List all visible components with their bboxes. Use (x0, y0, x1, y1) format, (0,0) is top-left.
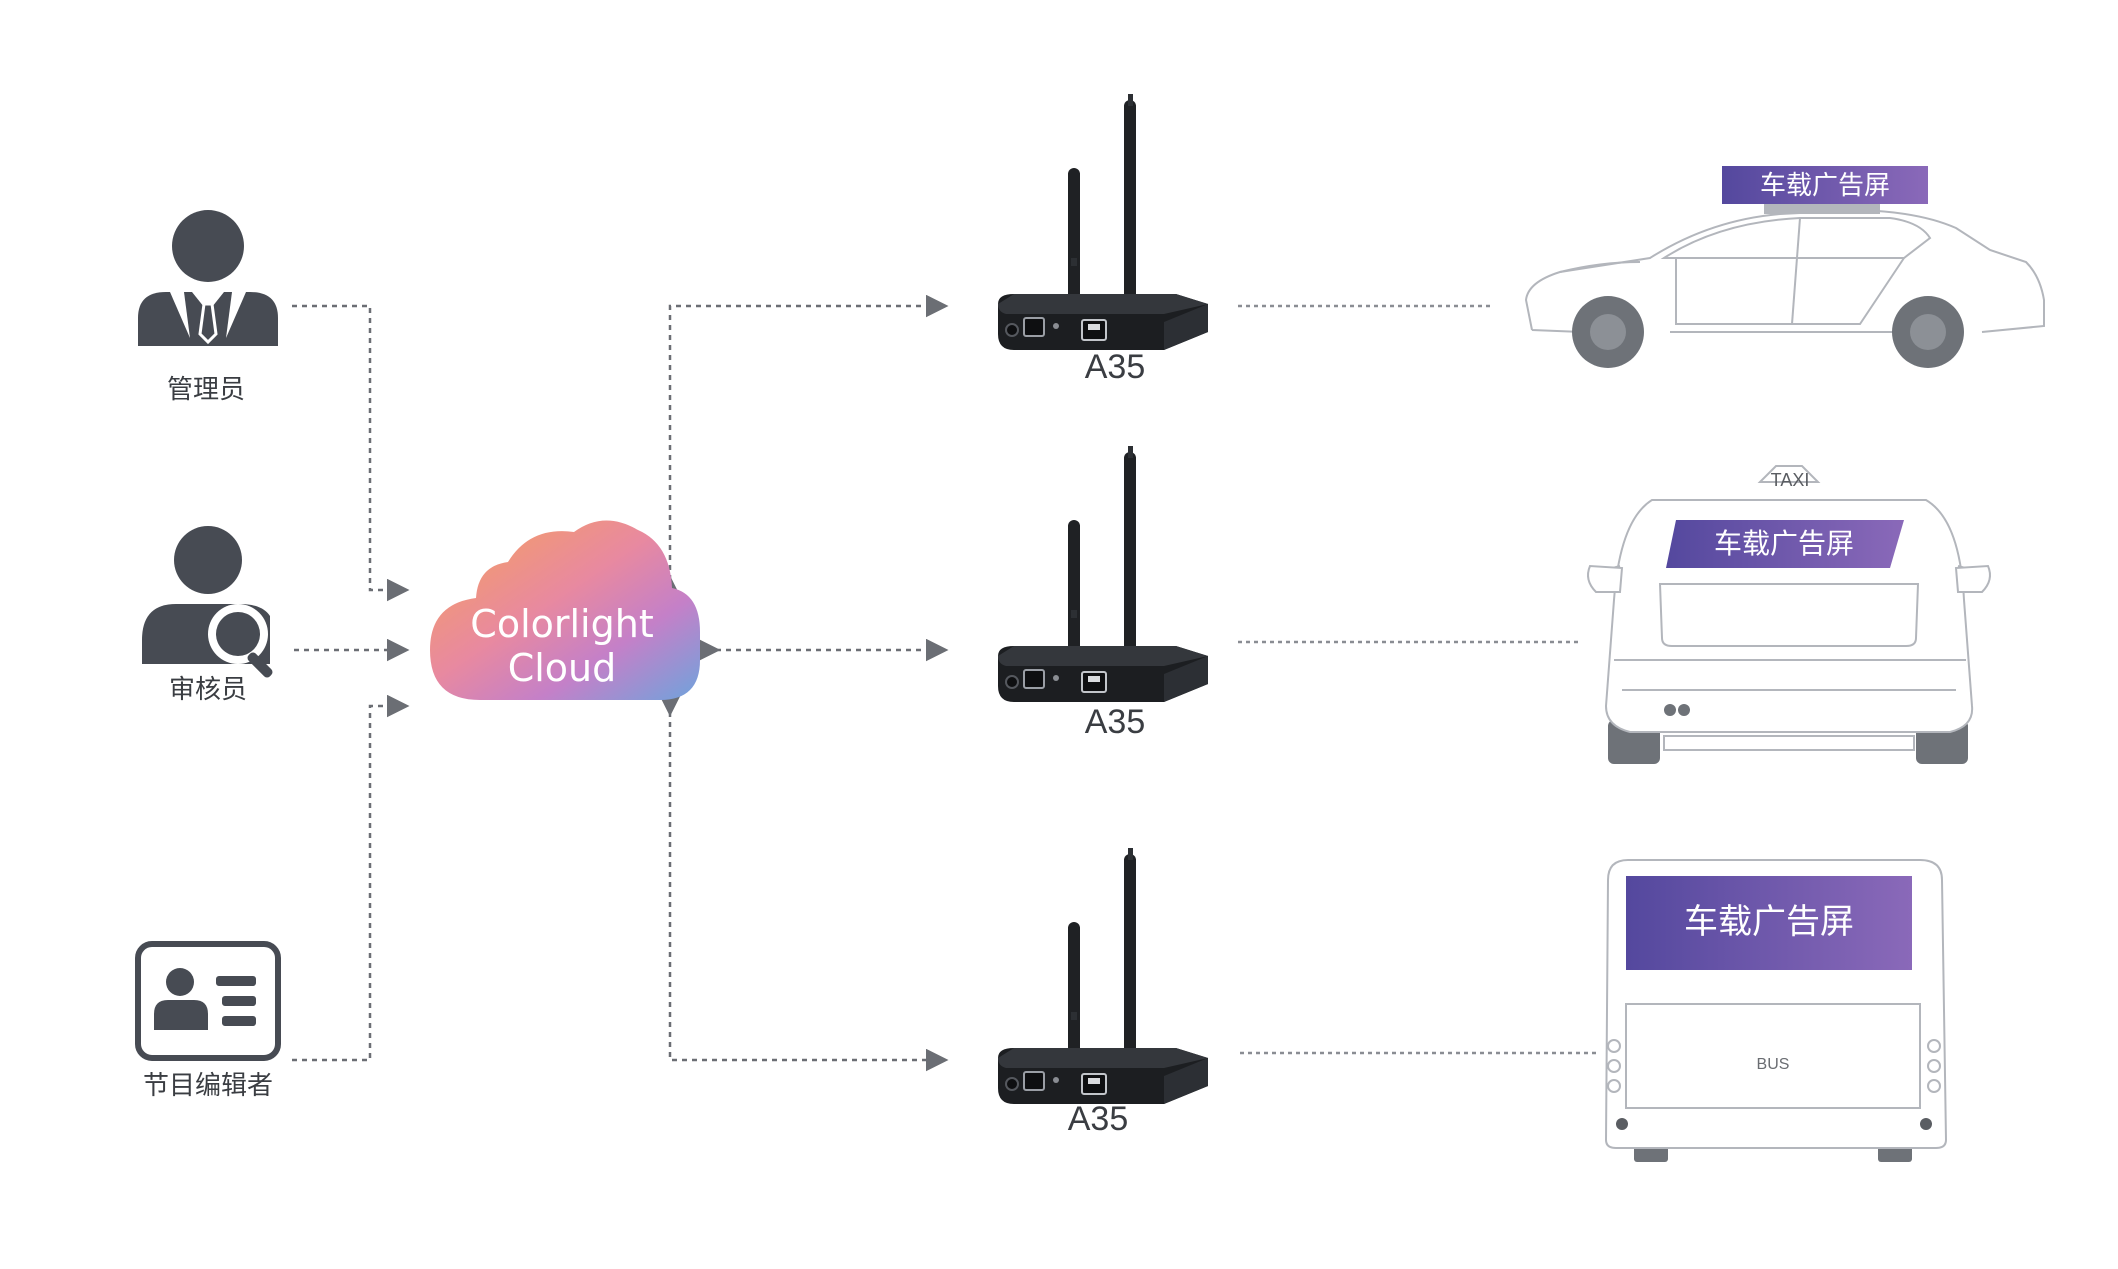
bus-plate-label: BUS (1757, 1056, 1790, 1073)
role-label-editor: 节目编辑者 (143, 1071, 273, 1101)
router-icon (997, 445, 1209, 703)
colorlight-cloud-icon (430, 520, 700, 700)
router-device-3 (997, 847, 1209, 1105)
car-screen-label: 车载广告屏 (1760, 171, 1890, 201)
router-icon (997, 93, 1209, 351)
device-label-3: A35 (1068, 1100, 1129, 1138)
auditor-search-icon (142, 526, 273, 678)
router-device-1 (997, 93, 1209, 351)
taxi-screen-label: 车载广告屏 (1714, 527, 1854, 560)
car-roof-screen (1722, 166, 1928, 214)
taxi-roof-label: TAXI (1771, 470, 1810, 490)
role-label-admin: 管理员 (167, 375, 245, 405)
car-wheels (1572, 296, 1964, 368)
role-label-auditor: 审核员 (169, 675, 247, 705)
bus-front-screen (1626, 876, 1912, 970)
device-label-1: A35 (1085, 348, 1146, 386)
router-device-2 (997, 445, 1209, 703)
cloud-title-line1: Colorlight (470, 602, 653, 646)
connector-lines (292, 294, 1600, 1072)
admin-user-icon (138, 210, 278, 346)
router-icon (997, 847, 1209, 1105)
taxi-rear-icon (1587, 465, 1991, 764)
cloud-title-line2: Cloud (508, 646, 617, 690)
device-label-2: A35 (1085, 703, 1146, 741)
bus-screen-label: 车载广告屏 (1684, 902, 1854, 942)
taxi-rear-screen (1666, 520, 1904, 568)
id-card-icon (135, 941, 281, 1061)
